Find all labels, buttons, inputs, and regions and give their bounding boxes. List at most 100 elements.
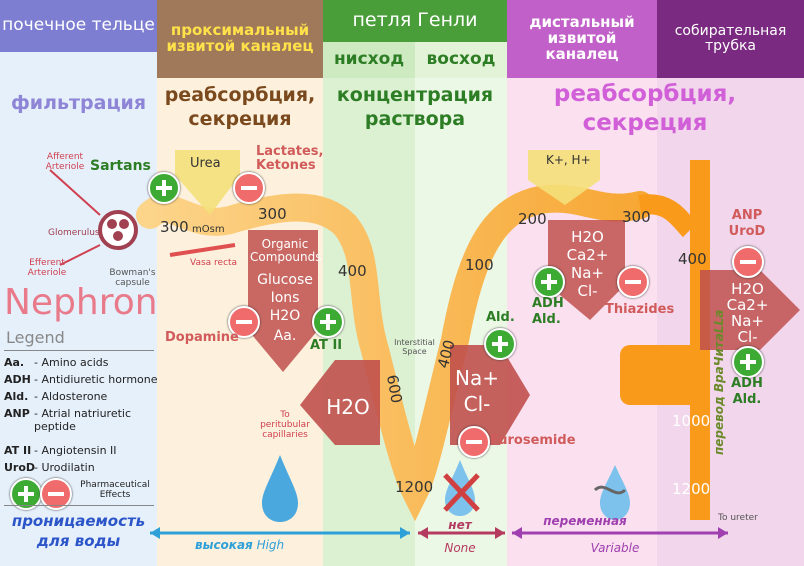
distal-arrow (548, 220, 625, 320)
label-glucose: Glucose (257, 272, 313, 288)
glomerulus-shape (98, 210, 138, 250)
footer-none-en: None (444, 541, 476, 555)
label-ca-distal: Ca2+ (566, 246, 609, 264)
minus-icon-furosemide (458, 426, 490, 458)
label-bowmans: Bowman's capsule (109, 268, 156, 288)
process-distal: реабсорбция, секреция (553, 81, 737, 136)
bg-renal-corpuscle (0, 0, 157, 566)
footer-high-ru: высокая (195, 538, 253, 552)
label-ca-collecting: Ca2+ (726, 296, 769, 314)
plus-icon-at2 (312, 306, 344, 338)
minus-icon-dopamine (228, 306, 260, 338)
label-na-loop: Na+ (455, 366, 499, 390)
label-na-collecting: Na+ (731, 312, 764, 330)
header-renal-corpuscle-lower (0, 52, 157, 78)
label-osm-200: 200 (518, 210, 547, 228)
label-osm-400-a: 400 (338, 262, 367, 280)
label-lactates: Lactates, Ketones (256, 144, 324, 174)
h2o-arrow (300, 360, 380, 445)
legend-item-urod: UroD- Urodilatin (4, 461, 95, 474)
label-h2o-collecting: H2O (731, 280, 764, 298)
label-ald-collecting: Ald. (732, 392, 762, 407)
label-urod: UroD (728, 224, 766, 239)
plus-icon-sartans (148, 172, 180, 204)
label-h2o-distal: H2O (571, 228, 604, 246)
label-osm-1200-a: 1200 (395, 478, 434, 496)
label-aa: Aa. (273, 328, 297, 344)
kh-arrow (528, 150, 600, 205)
label-urea: Urea (190, 156, 221, 171)
label-at2: AT II (310, 338, 343, 353)
no-water-cross (443, 473, 480, 512)
footer-variable-ru: переменная (543, 514, 627, 528)
plus-icon-collecting (732, 346, 764, 378)
header-renal-corpuscle: почечное тельце (0, 0, 157, 52)
label-cl-loop: Cl- (463, 392, 491, 416)
water-drop-high (262, 455, 298, 522)
label-ald-loop: Ald. (486, 310, 515, 325)
collecting-duct-side (620, 345, 700, 405)
plus-icon-ald-loop (484, 328, 516, 360)
variable-wave (593, 485, 627, 495)
header-distal: дистальный извитой каналец (507, 0, 657, 78)
label-adh-distal: ADH (532, 296, 564, 311)
label-cl-distal: Cl- (577, 282, 598, 300)
label-k-h: K+, H+ (546, 153, 591, 167)
collecting-arrow (700, 270, 800, 350)
label-sartans: Sartans (90, 158, 151, 174)
label-osm-300-a: 300 (160, 218, 189, 236)
reabsorb-arrow-proximal (248, 230, 318, 372)
collecting-duct-branch (638, 194, 698, 238)
legend-item-aa: Aa.- Amino acids (4, 356, 109, 369)
header-loop-down: нисход (323, 42, 415, 78)
label-osm-1200-b: 1200 (672, 480, 711, 498)
header-proximal: проксимальный извитой каналец (157, 0, 323, 78)
label-na-distal: Na+ (571, 264, 604, 282)
urea-arrow (175, 150, 240, 215)
label-translator: перевод ВраЧитаLLa (712, 309, 726, 455)
legend-item-at2: AT II- Angiotensin II (4, 444, 117, 457)
label-h2o-big: H2O (326, 395, 370, 419)
label-vasa-recta: Vasa recta (190, 258, 238, 268)
footer-permeability: проницаемость для воды (11, 512, 146, 550)
label-interstitial: Interstitial Space (394, 338, 435, 356)
label-furosemide: Furosemide (490, 433, 576, 448)
label-to-peritubular: To peritubular capillaries (260, 410, 310, 440)
proximal-tubule (136, 184, 654, 522)
label-mosm: mOsm (192, 224, 225, 235)
legend-minus-icon (40, 478, 72, 510)
minus-icon-collecting (732, 246, 764, 278)
label-anp: ANP (731, 208, 763, 223)
label-osm-300-c: 300 (622, 208, 651, 226)
label-dopamine: Dopamine (165, 330, 239, 345)
footer-none-ru: нет (448, 518, 472, 532)
label-cl-collecting: Cl- (737, 328, 758, 346)
footer-variable-en: Variable (590, 541, 640, 555)
plus-icon-distal (533, 266, 565, 298)
efferent-arrow (59, 244, 101, 266)
header-loop: петля Генли (323, 0, 507, 42)
legend-item-ald: Ald.- Aldosterone (4, 390, 108, 403)
label-organic: Organic Compounds (250, 237, 322, 265)
legend-item-anp: ANP- Atrial natriuretic peptide (4, 407, 132, 433)
label-ions: Ions (270, 290, 300, 306)
label-h2o-proximal: H2O (269, 308, 301, 324)
label-to-ureter: To ureter (718, 513, 758, 523)
vasa-recta-arrow (169, 243, 236, 257)
label-osm-100: 100 (465, 256, 494, 274)
label-afferent: Afferent Arteriole (45, 152, 85, 172)
label-thiazides: Thiazides (605, 302, 675, 317)
label-ald-distal: Ald. (532, 312, 561, 327)
header-loop-up: восход (415, 42, 507, 78)
label-osm-1000: 1000 (672, 412, 711, 430)
footer-high-en: High (256, 538, 285, 552)
header-collecting: собирательная трубка (657, 0, 804, 78)
legend-bottom-divider (4, 505, 154, 506)
legend-pharm-label: Pharmaceutical Effects (80, 480, 150, 500)
nacl-arrow (450, 345, 530, 445)
label-glomerulus: Glomerulus (48, 228, 100, 238)
minus-icon-thiazides (617, 266, 649, 298)
process-loop: концентрация раствора (336, 84, 494, 130)
process-filtration: фильтрация (10, 92, 147, 114)
